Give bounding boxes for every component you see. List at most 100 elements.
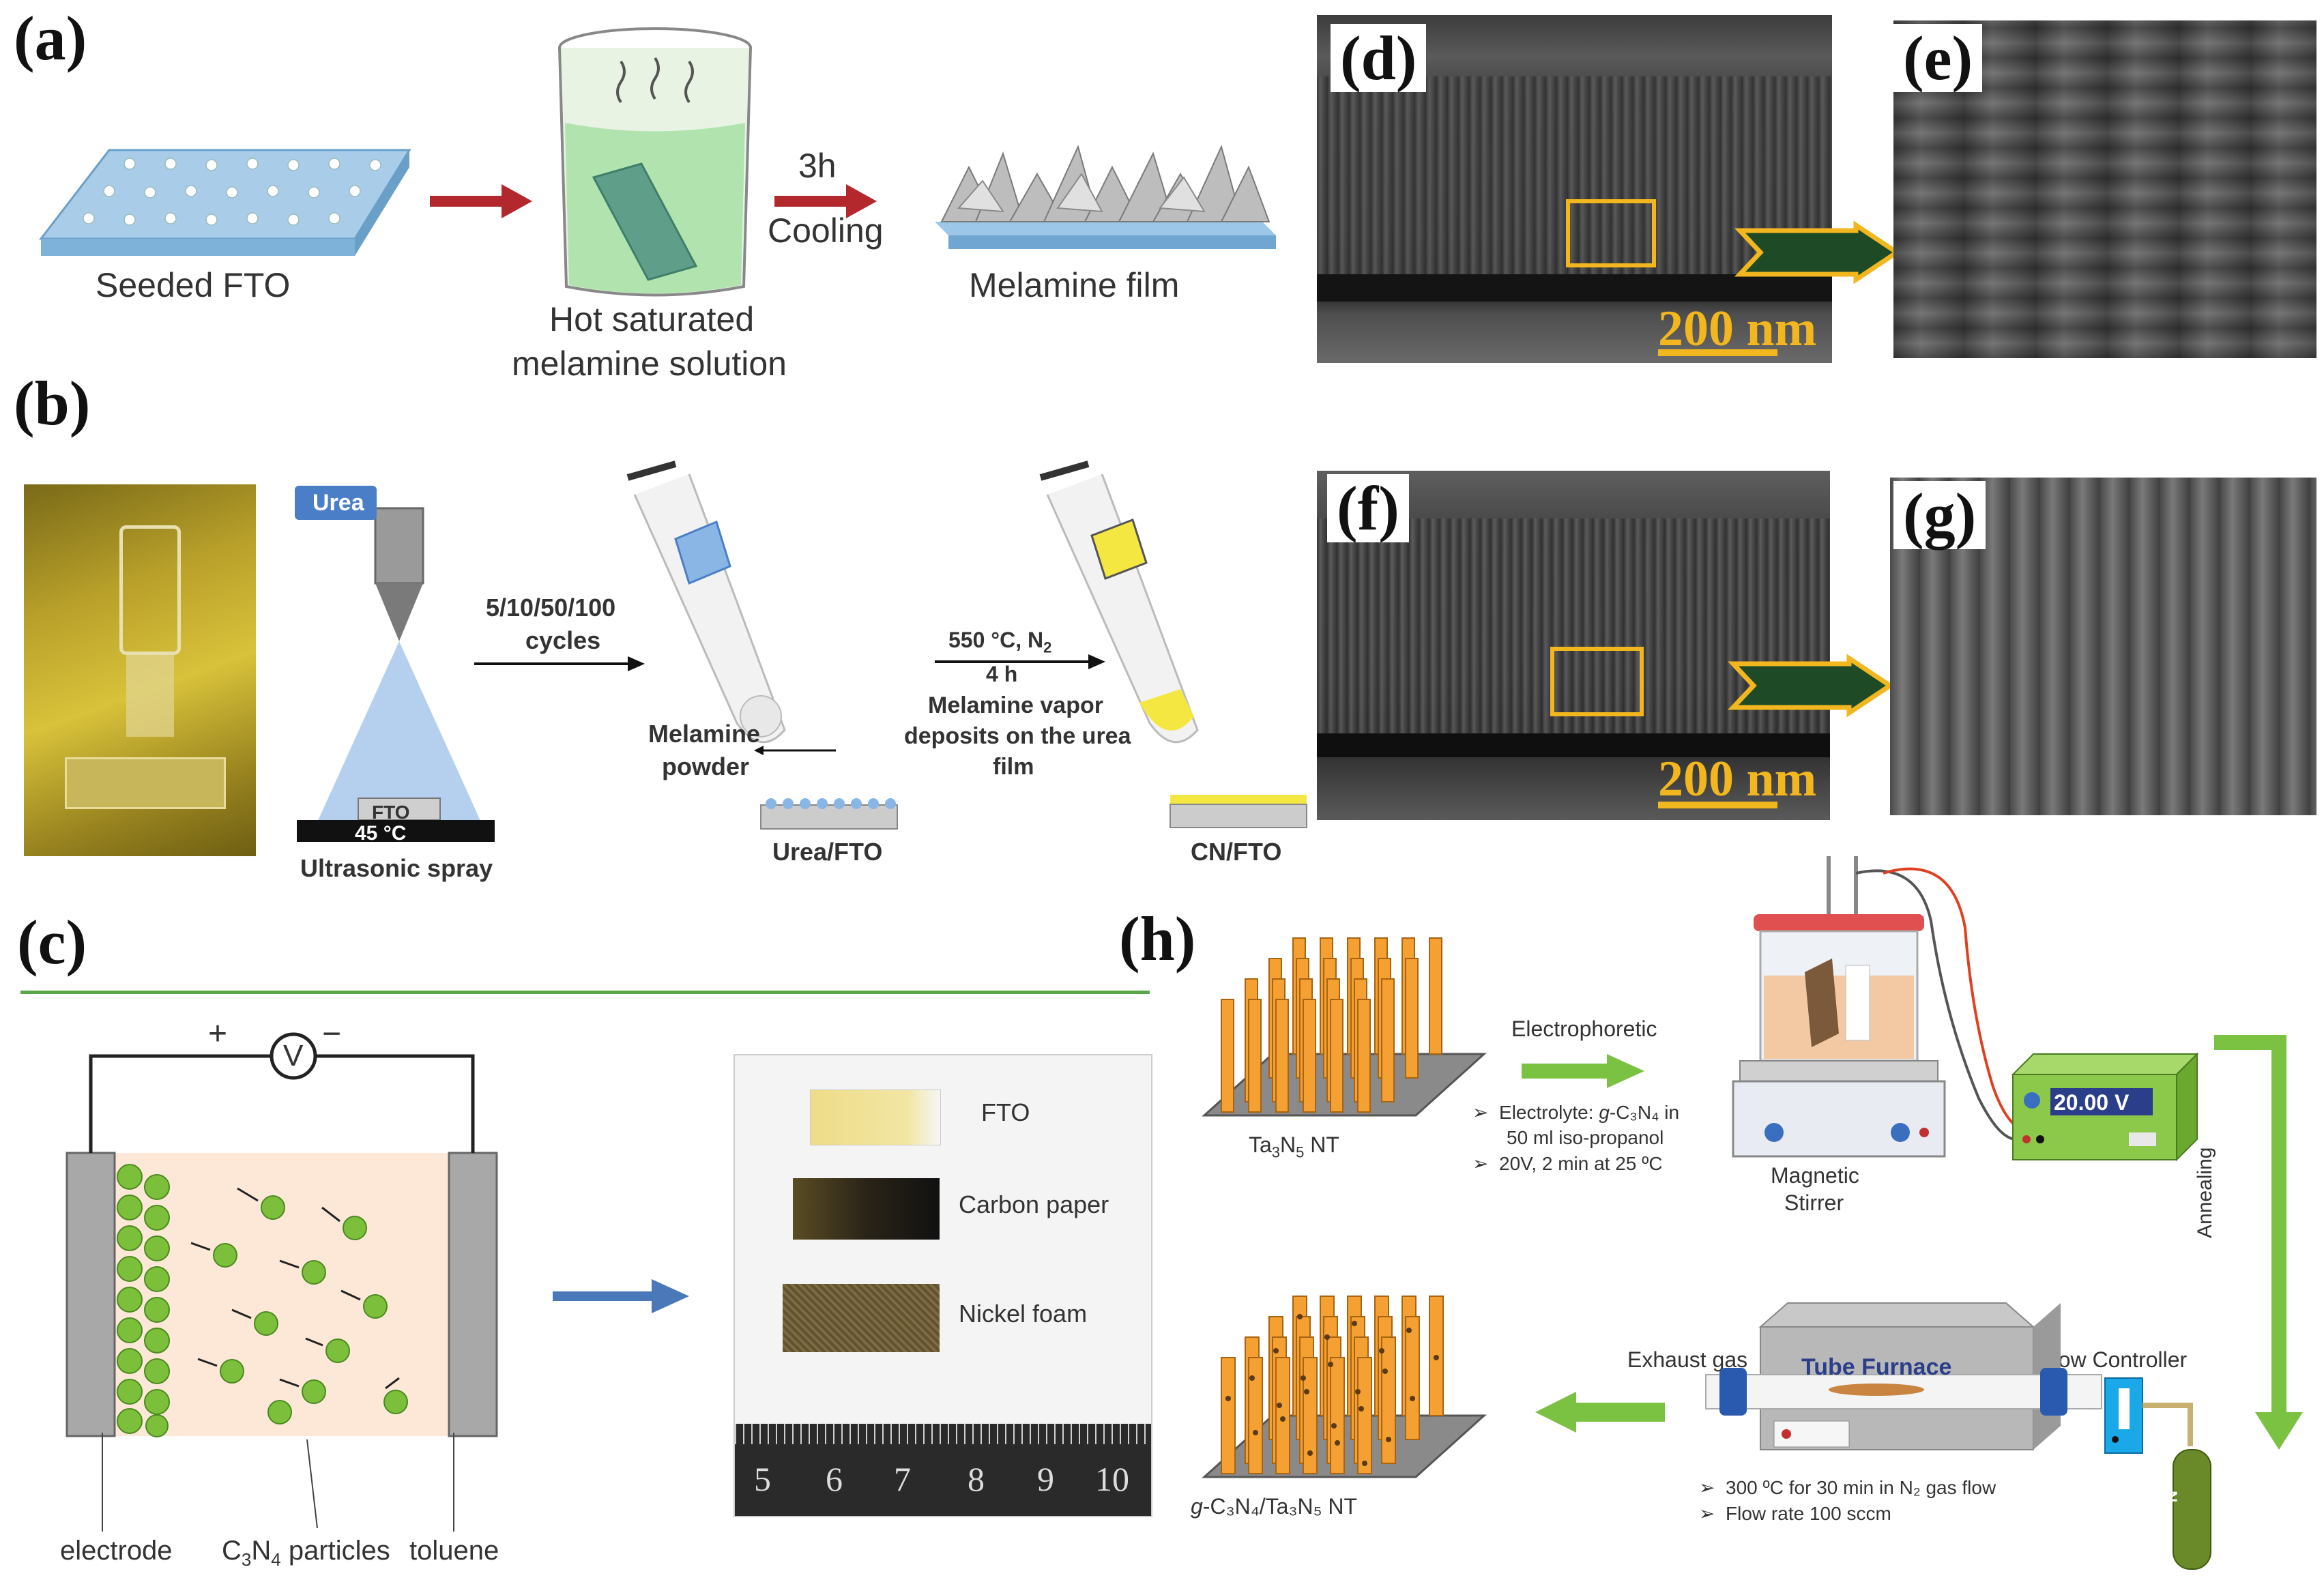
test-tube-1	[626, 460, 786, 744]
panel-label-c: (c)	[17, 907, 87, 977]
black-arrow-anneal	[935, 654, 1105, 669]
red-arrow-1	[430, 184, 532, 218]
label-leaders	[102, 1433, 454, 1532]
melamine-powder-line1: Melamine	[648, 720, 761, 748]
panel-c-divider	[20, 991, 1150, 994]
red-arrow-2	[774, 184, 877, 218]
flow-controller-label: Flow Controller	[2040, 1347, 2188, 1372]
zoom-arrow-f-g	[1727, 654, 1895, 718]
photo-nickel-label: Nickel foam	[959, 1300, 1088, 1328]
spray-setup-photo	[24, 484, 256, 856]
electrophoretic-label: Electrophoretic	[1511, 1016, 1657, 1041]
electrolyte-line1: ➢ Electrolyte: g-C₃N₄ in	[1472, 1102, 1680, 1123]
sem-image-f	[1317, 471, 1830, 820]
voltmeter-symbol: V	[283, 1039, 304, 1072]
melamine-powder-line2: powder	[662, 752, 750, 780]
zoom-arrow-d-e	[1734, 220, 1902, 284]
melamine-film-label: Melamine film	[969, 266, 1180, 304]
vapor-line2: deposits on the urea	[904, 723, 1131, 749]
green-arrow-2	[1535, 1392, 1665, 1433]
ruler-tick-9: 9	[1037, 1460, 1054, 1498]
green-arrow-1	[1522, 1054, 1644, 1088]
panel-label-d: (d)	[1331, 24, 1427, 92]
ruler-tick-8: 8	[968, 1460, 985, 1498]
panel-label-e: (e)	[1893, 24, 1983, 92]
toluene-label: toluene	[409, 1536, 499, 1566]
ruler-tick-5: 5	[754, 1460, 771, 1498]
minus-sign: −	[322, 1016, 342, 1052]
blue-arrow-c	[553, 1279, 689, 1313]
cooling-label: Cooling	[768, 211, 884, 250]
seeded-fto-label: Seeded FTO	[96, 266, 291, 304]
panel-label-g: (g)	[1893, 481, 1986, 549]
beaker-label-line1: Hot saturated	[549, 300, 755, 338]
photo-fto-label: FTO	[981, 1098, 1030, 1126]
vapor-line1: Melamine vapor	[928, 692, 1103, 718]
ruler	[735, 1424, 1151, 1516]
magnetic-stirrer-setup	[1732, 856, 1946, 1158]
urea-label: Urea	[313, 490, 364, 516]
plus-sign: +	[208, 1016, 228, 1052]
ruler-tick-7: 7	[894, 1460, 911, 1498]
black-arrow-cycles	[474, 656, 645, 671]
sem-d-scalebar-label: 200 nm	[1658, 301, 1817, 357]
melamine-pointer-arrow	[754, 746, 836, 755]
ultrasonic-spray-label: Ultrasonic spray	[300, 854, 493, 882]
electrolyte-line2: 50 ml iso-propanol	[1507, 1127, 1664, 1148]
beaker	[558, 27, 752, 297]
sem-image-d	[1317, 15, 1832, 363]
cn-fto-substrate	[1170, 795, 1307, 828]
photo-carbon-label: Carbon paper	[959, 1190, 1109, 1218]
composite-nanotube-array	[1202, 1296, 1487, 1478]
conditions-line2: 4 h	[986, 662, 1018, 686]
panel-label-f: (f)	[1327, 474, 1409, 542]
seeded-fto-substrate	[38, 149, 411, 256]
panel-label-b: (b)	[14, 368, 91, 438]
furnace-note-1: ➢ 300 ºC for 30 min in N₂ gas flow	[1699, 1477, 1996, 1498]
urea-tag	[295, 486, 377, 520]
carbon-paper-sample	[793, 1178, 940, 1240]
nickel-foam-sample	[783, 1284, 940, 1352]
cycles-label-line2: cycles	[525, 626, 601, 654]
composite-nt-label: g-C₃N₄/Ta₃N₅ NT	[1191, 1494, 1358, 1519]
annealing-arrow	[2214, 1035, 2303, 1450]
ta3n5-nt-label: Ta3N5 NT	[1249, 1132, 1339, 1161]
temperature-label: 45 °C	[355, 822, 407, 845]
annealing-label: Annealing	[2194, 1147, 2216, 1238]
power-supply	[2011, 1052, 2199, 1162]
urea-fto-label: Urea/FTO	[772, 838, 883, 866]
tube-furnace	[1705, 1302, 2102, 1450]
electrophoresis-cell	[66, 1032, 498, 1437]
voltage-readout: 20.00 V	[2054, 1090, 2130, 1115]
ta3n5-nanotube-array	[1202, 937, 1487, 1117]
ultrasonic-spray-diagram	[297, 507, 495, 842]
tube-furnace-label: Tube Furnace	[1801, 1354, 1952, 1380]
magnetic-stirrer-line1: Magnetic	[1771, 1163, 1859, 1188]
ruler-tick-6: 6	[826, 1460, 843, 1498]
cycles-label-line1: 5/10/50/100	[486, 594, 616, 621]
vapor-line3: film	[993, 754, 1034, 780]
fto-sample	[810, 1089, 941, 1145]
substrate-photo	[733, 1054, 1152, 1517]
electrode-label: electrode	[60, 1536, 173, 1566]
beaker-label-line2: melamine solution	[512, 345, 787, 383]
sem-f-scalebar-label: 200 nm	[1658, 751, 1817, 807]
test-tube-2	[1039, 460, 1199, 744]
n2-cylinder-label: N₂	[2162, 1491, 2180, 1510]
ruler-tick-10: 10	[1095, 1460, 1129, 1498]
electrolyte-line3: ➢ 20V, 2 min at 25 ºC	[1472, 1153, 1663, 1174]
flow-controller-and-cylinder	[2104, 1377, 2211, 1570]
cn-fto-label: CN/FTO	[1191, 838, 1282, 866]
sem-f-scalebar	[1658, 802, 1777, 808]
sem-f-zoom-box	[1550, 647, 1644, 716]
magnetic-stirrer-line2: Stirrer	[1784, 1190, 1844, 1215]
sem-d-scalebar	[1658, 349, 1777, 356]
furnace-note-2: ➢ Flow rate 100 sccm	[1699, 1503, 1891, 1524]
panel-label-h: (h)	[1119, 904, 1196, 974]
melamine-film	[935, 145, 1276, 249]
urea-fto-substrate	[760, 798, 898, 830]
sem-d-zoom-box	[1566, 199, 1656, 267]
panel-label-a: (a)	[14, 3, 87, 73]
connecting-wires	[1855, 867, 2027, 1141]
fto-label-b: FTO	[372, 802, 410, 823]
